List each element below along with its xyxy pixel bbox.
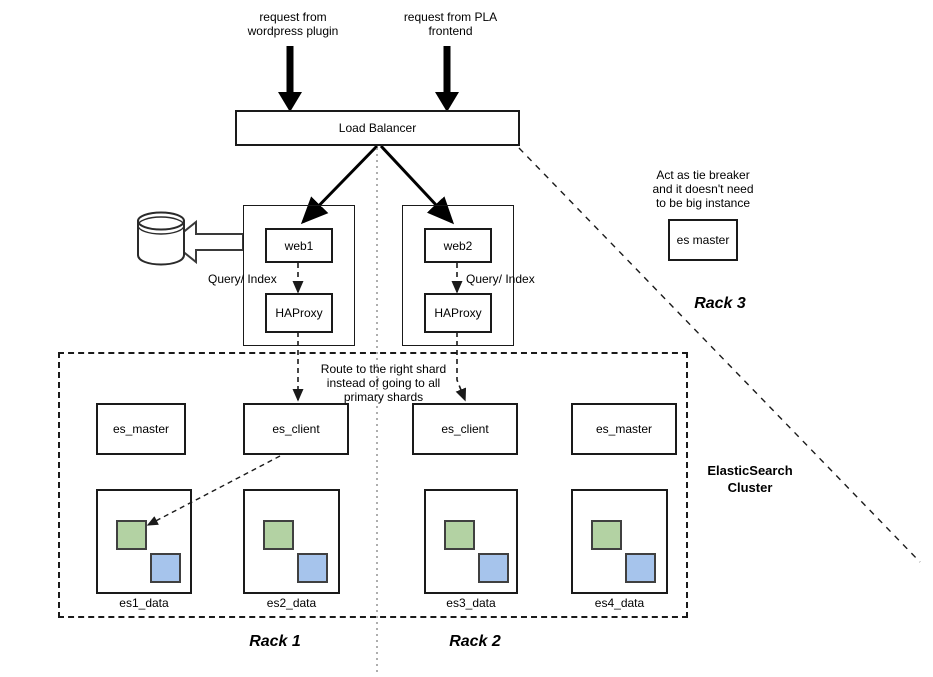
haproxy1-node[interactable]: HAProxy (265, 293, 333, 333)
input-arrow-pla (435, 46, 459, 112)
es3-data-node[interactable] (424, 489, 518, 594)
es2-data-label: es2_data (266, 596, 317, 610)
cluster-node-es-master-2[interactable]: es_master (571, 403, 677, 455)
web2-container (402, 205, 514, 346)
cluster-node-es-client-2[interactable]: es_client (412, 403, 518, 455)
elasticsearch-cluster-boundary (58, 352, 688, 618)
web1-query-index-label: Query/ Index (208, 272, 277, 286)
es3-primary-shard (444, 520, 475, 550)
web2-query-index-label: Query/ Index (466, 272, 535, 286)
es3-data-label: es3_data (446, 596, 496, 610)
es3-replica-shard (478, 553, 509, 583)
input-label-wordpress: request from wordpress plugin (247, 10, 339, 38)
es4-primary-shard (591, 520, 622, 550)
es4-replica-shard (625, 553, 656, 583)
input-label-pla: request from PLA frontend (403, 10, 498, 38)
rack3-es-master-node[interactable]: es master (668, 219, 738, 261)
es1-data-label: es1_data (119, 596, 169, 610)
es2-data-node[interactable] (243, 489, 340, 594)
web2-node[interactable]: web2 (424, 228, 492, 263)
routing-note: Route to the right shard instead of goin… (320, 362, 447, 404)
es4-data-node[interactable] (571, 489, 668, 594)
database-cylinder (136, 210, 186, 271)
es2-primary-shard (263, 520, 294, 550)
es1-data-node[interactable] (96, 489, 192, 594)
rack1-label: Rack 1 (249, 633, 301, 650)
input-arrow-wordpress (278, 46, 302, 112)
haproxy2-node[interactable]: HAProxy (424, 293, 492, 333)
elasticsearch-cluster-label: ElasticSearch Cluster (707, 463, 793, 495)
rack3-label: Rack 3 (694, 295, 746, 312)
rack2-label: Rack 2 (449, 633, 501, 650)
web1-container (243, 205, 355, 346)
es4-data-label: es4_data (594, 596, 645, 610)
cluster-node-es-client-1[interactable]: es_client (243, 403, 349, 455)
cluster-node-es-master-1[interactable]: es_master (96, 403, 186, 455)
es2-replica-shard (297, 553, 328, 583)
web1-node[interactable]: web1 (265, 228, 333, 263)
rack3-note: Act as tie breaker and it doesn't need t… (652, 168, 754, 210)
es1-primary-shard (116, 520, 147, 550)
es1-replica-shard (150, 553, 181, 583)
load-balancer-node[interactable]: Load Balancer (235, 110, 520, 146)
